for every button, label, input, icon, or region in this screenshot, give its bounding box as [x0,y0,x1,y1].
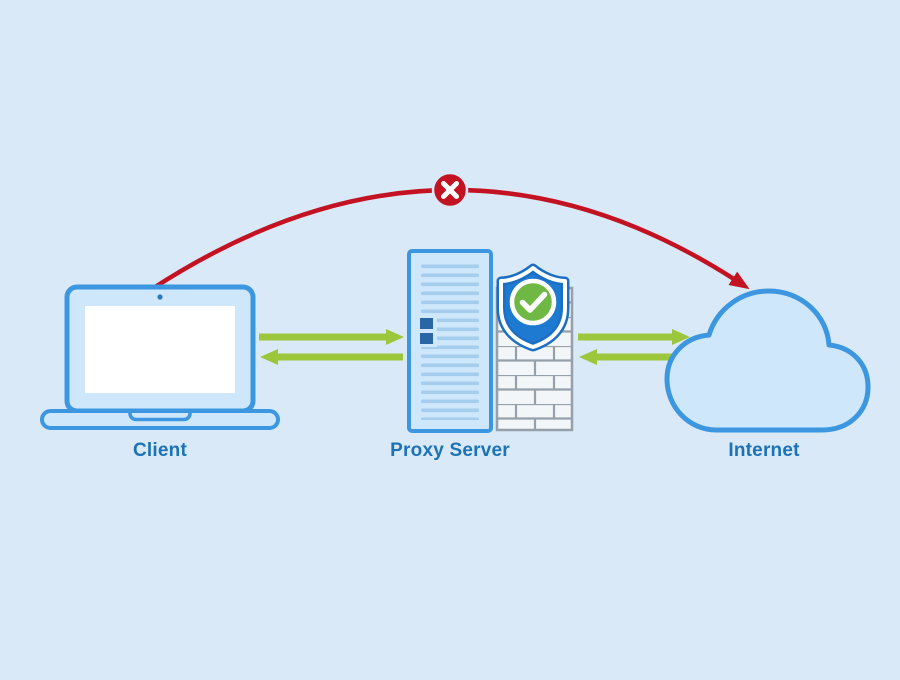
cloud-icon [664,288,871,433]
laptop-icon [40,284,280,430]
laptop-base-notch [128,412,192,422]
checkmark-icon [519,291,548,313]
laptop-camera-dot [157,294,163,300]
server-led-block-top [420,318,433,329]
blocked-x-icon [431,171,469,209]
proxy-server-label: Proxy Server [390,440,510,461]
server-led-block-bottom [420,333,433,344]
internet-label: Internet [728,440,800,461]
check-circle [509,278,557,326]
server-icon [407,249,493,433]
x-mark [441,181,459,199]
shield-check-icon [496,263,570,352]
client-label: Client [133,440,187,461]
laptop-display [85,306,235,393]
shield-white-rim [499,266,567,349]
